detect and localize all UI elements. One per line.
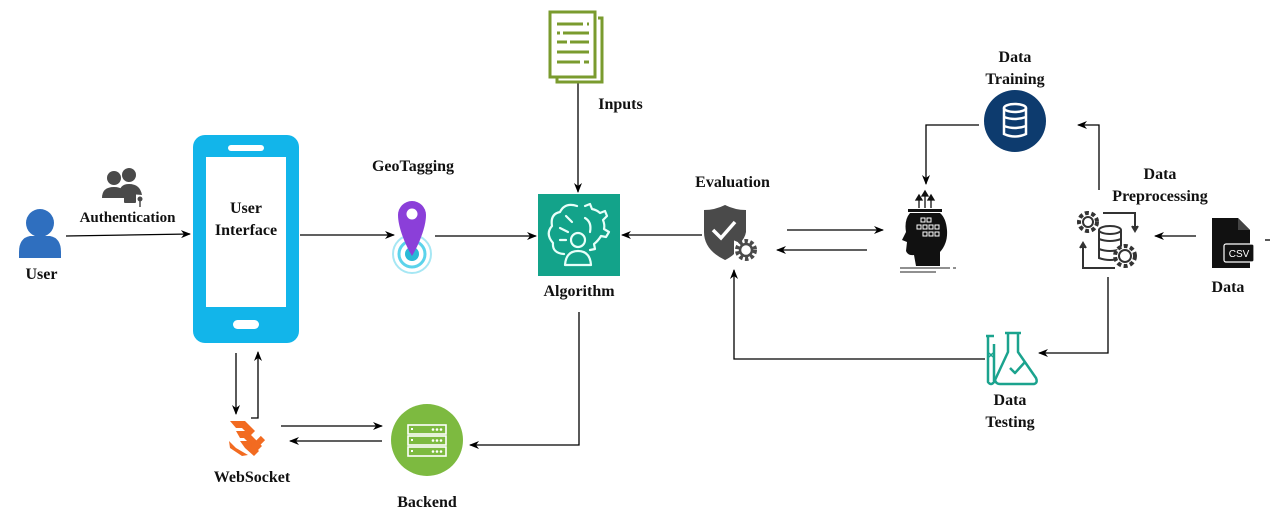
database-gears-icon — [1077, 211, 1139, 269]
user-interface-label-line2: Interface — [214, 222, 278, 239]
algorithm-label: Algorithm — [543, 283, 615, 300]
data-node[interactable]: CSV — [1212, 218, 1255, 268]
edge-preprocessing-to-training — [1077, 121, 1100, 190]
data-preprocessing-label: Data Preprocessing — [1098, 164, 1222, 208]
user-interface-label: User Interface — [206, 198, 286, 242]
model-node[interactable] — [900, 189, 956, 273]
data-training-label: Data Training — [970, 47, 1060, 91]
shield-check-gear-icon — [704, 205, 757, 261]
data-training-node[interactable] — [984, 90, 1046, 152]
data-preprocessing-label-line1: Data — [1143, 166, 1177, 183]
websocket-label: WebSocket — [213, 469, 291, 486]
database-icon — [984, 90, 1046, 152]
data-preprocessing-label-line2: Preprocessing — [1112, 188, 1208, 205]
edge-user-to-ui — [65, 230, 191, 239]
data-testing-label-line2: Testing — [985, 414, 1035, 431]
data-training-label-line1: Data — [998, 49, 1032, 66]
user-interface-node[interactable] — [193, 135, 299, 343]
authentication-label: Authentication — [79, 210, 176, 226]
data-preprocessing-node[interactable] — [1077, 211, 1139, 269]
users-lock-icon — [102, 168, 143, 207]
edge-websocket-to-ui — [251, 351, 262, 419]
csv-badge: CSV — [1229, 249, 1250, 260]
inputs-node[interactable] — [548, 10, 604, 84]
document-icon — [548, 10, 604, 84]
data-testing-label-line1: Data — [993, 392, 1027, 409]
backend-label: Backend — [397, 494, 457, 511]
data-testing-node[interactable] — [986, 331, 1038, 386]
websocket-node[interactable] — [229, 421, 266, 456]
csv-file-icon: CSV — [1212, 218, 1255, 268]
location-pin-icon — [392, 201, 432, 274]
server-icon — [391, 404, 463, 476]
edge-testing-to-evaluation — [730, 269, 985, 360]
user-interface-label-line1: User — [230, 200, 262, 217]
edge-training-to-model — [922, 124, 979, 185]
evaluation-node[interactable] — [704, 205, 757, 261]
geotagging-label: GeoTagging — [371, 158, 455, 175]
data-label: Data — [1211, 279, 1245, 296]
evaluation-label: Evaluation — [695, 174, 770, 191]
user-node[interactable] — [19, 209, 61, 258]
user-icon — [19, 209, 61, 258]
algorithm-node[interactable] — [538, 194, 620, 276]
inputs-label: Inputs — [598, 96, 643, 113]
lab-flasks-icon — [986, 331, 1038, 386]
edge-algorithm-to-backend — [469, 312, 580, 449]
geotagging-node[interactable] — [392, 201, 432, 274]
edges — [65, 82, 1270, 449]
smartphone-icon — [193, 135, 299, 343]
ai-brain-gear-icon — [538, 194, 620, 276]
head-circuit-icon — [900, 189, 956, 273]
data-testing-label: Data Testing — [970, 390, 1050, 434]
user-label: User — [25, 266, 58, 283]
data-training-label-line2: Training — [985, 71, 1045, 88]
edge-preprocessing-to-testing — [1038, 277, 1109, 357]
backend-node[interactable] — [391, 404, 463, 476]
websocket-icon — [229, 421, 266, 456]
